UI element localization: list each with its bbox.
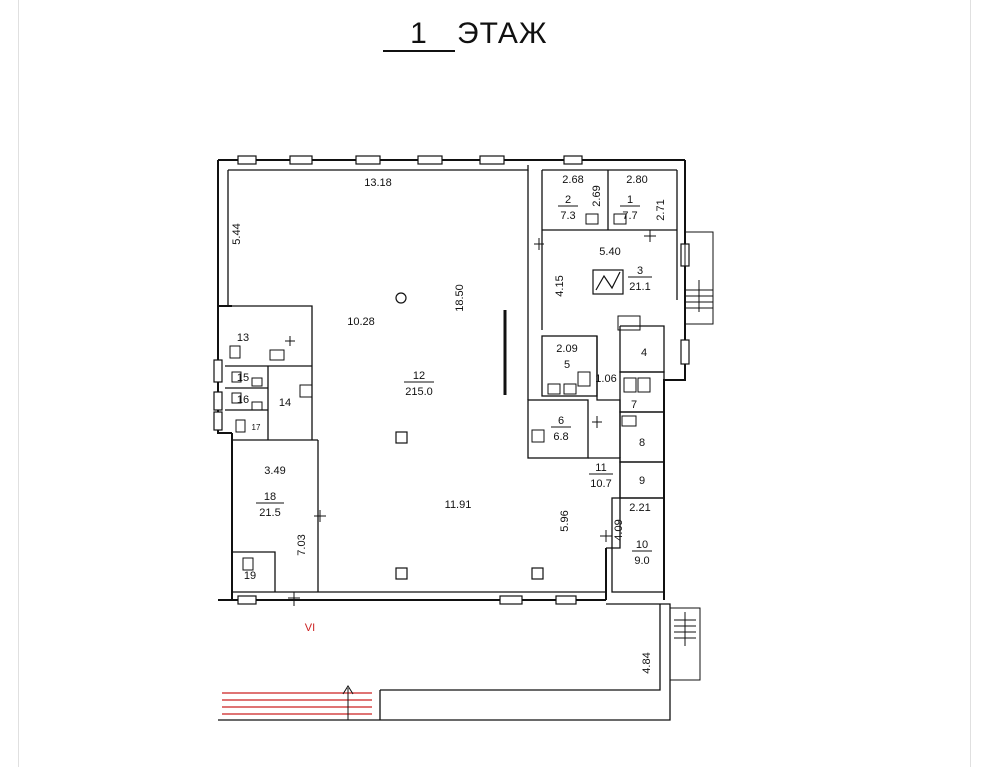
room-10-area: 9.0 xyxy=(634,555,649,567)
dim-2-68: 2.68 xyxy=(562,174,583,186)
room-8-number: 8 xyxy=(639,437,645,449)
room-labels: 1 7.7 2 7.3 3 21.1 4 5 6 6.8 7 8 9 10 9.… xyxy=(237,194,652,582)
floor-label: ЭТАЖ xyxy=(457,17,548,50)
door-marks xyxy=(285,230,656,606)
room-7-number: 7 xyxy=(631,399,637,411)
room-12-number: 12 xyxy=(413,370,425,382)
dim-4-09: 4.09 xyxy=(613,519,625,540)
page-border-right xyxy=(970,0,971,767)
room-6-area: 6.8 xyxy=(553,431,568,443)
room-17-number: 17 xyxy=(252,423,261,432)
column-round-icon xyxy=(395,292,407,304)
room-4-number: 4 xyxy=(641,347,647,359)
dim-2-09: 2.09 xyxy=(556,343,577,355)
room-13-number: 13 xyxy=(237,332,249,344)
dim-5-96: 5.96 xyxy=(559,510,571,531)
room-19-number: 19 xyxy=(244,570,256,582)
electrical-panel-icon xyxy=(592,269,624,295)
room-5-number: 5 xyxy=(564,359,570,371)
column-square-icon xyxy=(395,431,408,444)
room-14-number: 14 xyxy=(279,397,291,409)
outdoor-terrace xyxy=(218,603,671,721)
sanitary-fixtures xyxy=(229,213,651,571)
room-15-number: 15 xyxy=(237,372,249,384)
room-11-number: 11 xyxy=(595,462,606,474)
dim-5-40: 5.40 xyxy=(599,246,620,258)
column-square-icon xyxy=(395,567,408,580)
dim-18-50: 18.50 xyxy=(454,284,466,312)
room-11-area: 10.7 xyxy=(590,478,611,490)
dim-2-71: 2.71 xyxy=(655,199,667,220)
room-16-number: 16 xyxy=(237,394,249,406)
room-10-number: 10 xyxy=(636,539,648,551)
room-3-area: 21.1 xyxy=(629,281,650,293)
stairs-right-top xyxy=(684,231,714,325)
dim-11-91: 11.91 xyxy=(445,499,472,511)
dim-7-03: 7.03 xyxy=(296,534,308,555)
dim-2-21: 2.21 xyxy=(629,502,650,514)
dim-4-84: 4.84 xyxy=(641,652,653,673)
dim-4-15: 4.15 xyxy=(554,275,566,296)
columns xyxy=(395,292,544,580)
windows xyxy=(213,155,690,605)
dim-3-49: 3.49 xyxy=(264,465,285,477)
ramp-lines xyxy=(222,685,372,720)
dimension-labels: 13.18 5.44 10.28 18.50 11.91 5.96 3.49 7… xyxy=(231,174,667,674)
room-2-number: 2 xyxy=(565,194,571,206)
dim-5-44: 5.44 xyxy=(231,223,243,244)
dim-10-28: 10.28 xyxy=(347,316,375,328)
room-12-area: 215.0 xyxy=(405,386,433,398)
dim-1-06: 1.06 xyxy=(595,373,616,385)
column-square-icon xyxy=(531,567,544,580)
dim-13-18: 13.18 xyxy=(364,177,392,189)
room-9-number: 9 xyxy=(639,475,645,487)
room-1-area: 7.7 xyxy=(622,210,637,222)
axis-label: VI xyxy=(305,622,315,634)
dim-2-80: 2.80 xyxy=(626,174,647,186)
room-18-number: 18 xyxy=(264,491,276,503)
room-6-number: 6 xyxy=(558,415,564,427)
stairs-right-bottom xyxy=(669,607,701,681)
page-border-left xyxy=(18,0,19,767)
room-18-area: 21.5 xyxy=(259,507,280,519)
dim-2-69: 2.69 xyxy=(591,185,603,206)
room-3-number: 3 xyxy=(637,265,643,277)
floor-number: 1 xyxy=(383,18,455,52)
room-1-number: 1 xyxy=(627,194,633,206)
room-2-area: 7.3 xyxy=(560,210,575,222)
